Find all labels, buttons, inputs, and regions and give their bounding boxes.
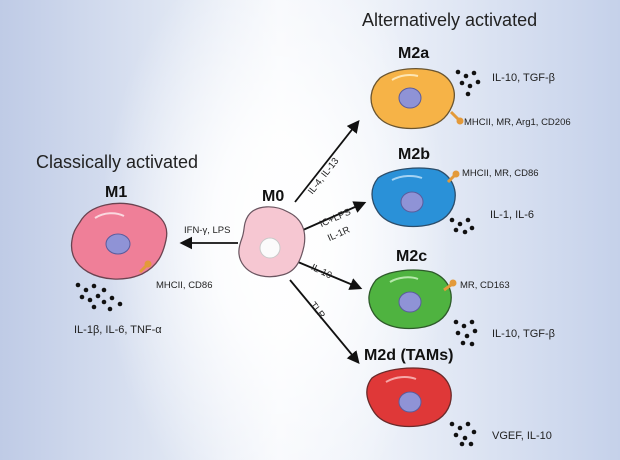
m1-cytokine-dots — [75, 282, 123, 312]
m2d-cytokine-dots — [449, 421, 477, 447]
m1-nucleus — [105, 233, 131, 255]
classical-group-title: Classically activated — [36, 152, 199, 172]
m0-nucleus — [259, 237, 281, 259]
arrow-m0-to-m2d — [289, 279, 360, 364]
m0-title: M0 — [262, 188, 285, 205]
m2a-highlight — [391, 74, 419, 81]
m2c-cytokines: IL-10, TGF-β — [492, 328, 555, 340]
m2b-markers: MHCII, MR, CD86 — [462, 168, 539, 179]
m2a-nucleus — [398, 87, 422, 109]
m1-title: M1 — [105, 184, 128, 201]
m0-macrophage — [238, 206, 306, 278]
m2c-title: M2c — [396, 248, 428, 265]
m2d-highlight — [385, 376, 417, 383]
arrow-m0-to-m2c — [297, 261, 363, 290]
m2d-cytokines: VGEF, IL-10 — [492, 430, 552, 442]
m2b-title: M2b — [398, 146, 430, 163]
m1-highlight — [94, 212, 125, 219]
m2a-macrophage — [370, 67, 464, 130]
m2a-cytokines: IL-10, TGF-β — [492, 72, 555, 84]
m2c-markers: MR, CD163 — [460, 280, 510, 291]
m2d-title: M2d (TAMs) — [364, 347, 454, 364]
m2c-cytokine-dots — [453, 319, 478, 347]
m1-receptor-icon — [138, 260, 152, 274]
arrow-m0-to-m2b — [302, 201, 367, 231]
m2a-receptor-icon — [449, 110, 464, 125]
m1-cytokines: IL-1β, IL-6, TNF-α — [74, 324, 162, 336]
arrow-m0-to-m2a — [294, 120, 360, 203]
m2a-markers: MHCII, MR, Arg1, CD206 — [464, 117, 571, 128]
m2d-macrophage — [366, 367, 452, 428]
m2b-nucleus — [400, 191, 424, 213]
m2b-highlight — [391, 174, 423, 181]
m1-stimulus-label: IFN-γ, LPS — [184, 225, 231, 236]
alternative-group-title: Alternatively activated — [362, 10, 538, 30]
m2b-cytokines: IL-1, IL-6 — [490, 209, 535, 221]
m2c-receptor-icon — [443, 279, 457, 292]
m2a-title: M2a — [398, 45, 430, 62]
m1-macrophage — [70, 202, 168, 280]
m2b-macrophage — [371, 167, 460, 228]
m2d-nucleus — [398, 391, 422, 413]
m2a-cytokine-dots — [455, 69, 481, 97]
m2b-cytokine-dots — [449, 217, 475, 235]
m2c-macrophage — [368, 269, 457, 330]
m2b-receptor-icon — [446, 170, 460, 184]
m2c-nucleus — [398, 291, 422, 313]
m2c-highlight — [389, 276, 419, 283]
m1-markers: MHCII, CD86 — [156, 280, 213, 291]
